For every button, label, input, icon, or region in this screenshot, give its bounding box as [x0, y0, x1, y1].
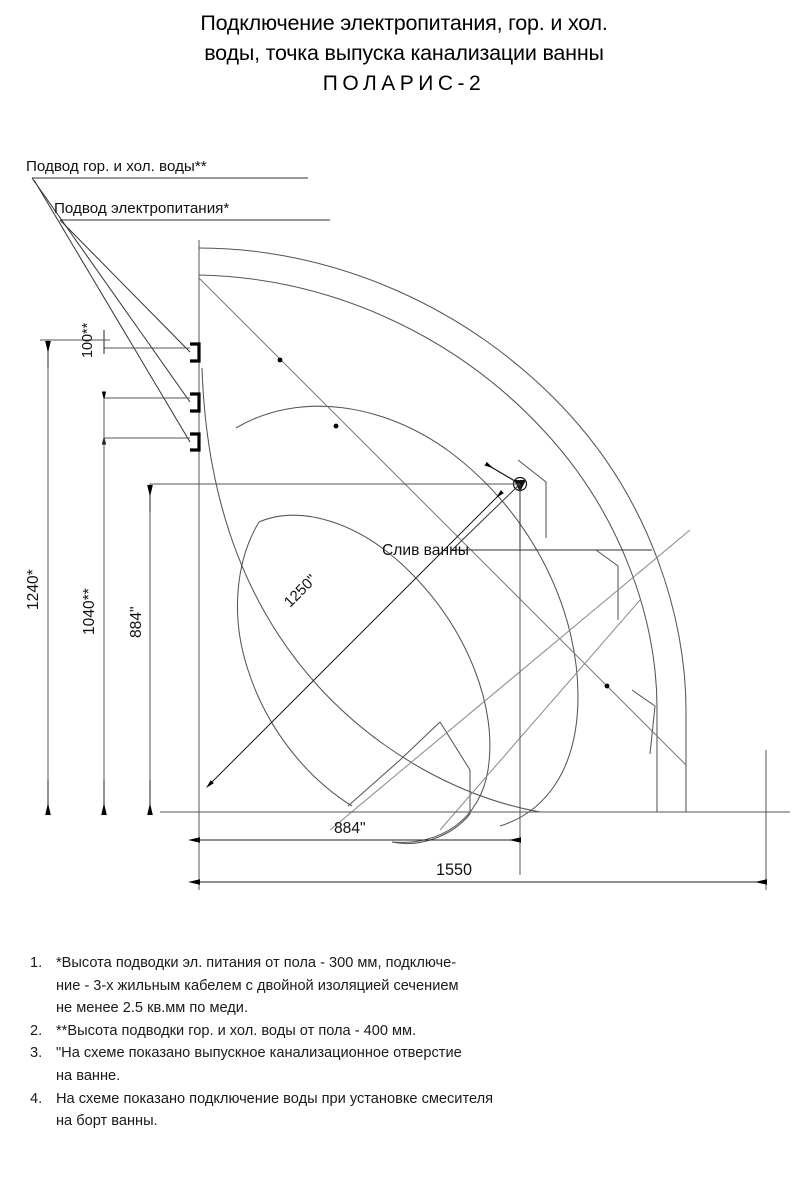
notes-list: 1. *Высота подводки эл. питания от пола …	[30, 952, 790, 1133]
technical-drawing: Подвод гор. и хол. воды** Подвод электро…	[0, 130, 808, 930]
note-line: ние - 3-х жильным кабелем с двойной изол…	[56, 977, 459, 994]
callout-drain-label: Слив ванны	[382, 542, 469, 559]
note-item-4: 4. На схеме показано подключение воды пр…	[30, 1088, 790, 1133]
title-model-name: ПОЛАРИС-2	[322, 72, 486, 95]
note-item-3: 3. "На схеме показано выпускное канализа…	[30, 1042, 790, 1087]
drain-symbol	[451, 461, 652, 551]
title-line-2: воды, точка выпуска канализации ванны	[204, 41, 604, 65]
dimension-vertical-884	[147, 483, 520, 815]
note-line: на борт ванны.	[56, 1113, 158, 1130]
note-line: "На схеме показано выпускное канализацио…	[56, 1045, 462, 1062]
dimension-horizontal-1550	[188, 750, 767, 890]
reference-lines	[160, 240, 790, 890]
note-line: На схеме показано подключение воды при у…	[56, 1090, 494, 1107]
note-number: 2.	[30, 1022, 43, 1039]
power-connection-marker	[190, 342, 201, 363]
diagonal-construction-lines	[198, 277, 691, 831]
cold-water-connection-marker	[190, 432, 201, 452]
callout-leaders	[31, 177, 330, 443]
diagonal-dimension-1250	[205, 490, 504, 789]
note-number: 1.	[30, 955, 43, 971]
dimension-horizontal-884-label: 884"	[334, 820, 366, 837]
tub-seat-detail	[347, 459, 656, 845]
note-line: *Высота подводки эл. питания от пола - 3…	[56, 955, 457, 971]
dimension-horizontal-884	[188, 812, 521, 890]
dimension-1240	[40, 339, 110, 815]
title-line-1: Подключение электропитания, гор. и хол.	[200, 11, 608, 35]
note-text: "На схеме показано выпускное канализацио…	[56, 1042, 790, 1087]
note-text: **Высота подводки гор. и хол. воды от по…	[56, 1020, 790, 1043]
note-line: на ванне.	[56, 1067, 121, 1084]
hot-water-connection-marker	[190, 392, 201, 413]
supply-connection-markers	[190, 342, 201, 452]
dimension-100-label: 100**	[80, 322, 96, 358]
dimension-vertical-884-label: 884"	[128, 606, 145, 638]
note-line: **Высота подводки гор. и хол. воды от по…	[56, 1022, 417, 1039]
dimension-1550-label: 1550	[436, 861, 472, 879]
note-text: На схеме показано подключение воды при у…	[56, 1088, 790, 1133]
page-title: Подключение электропитания, гор. и хол. …	[0, 8, 808, 100]
note-number: 3.	[30, 1045, 43, 1062]
dimension-1240-label: 1240*	[25, 569, 42, 610]
note-line: не менее 2.5 кв.мм по меди.	[56, 1000, 249, 1017]
tub-inner-bowl	[201, 367, 579, 843]
bathtub-plan-svg: Подвод гор. и хол. воды** Подвод электро…	[25, 158, 790, 890]
callout-power-supply-label: Подвод электропитания*	[54, 200, 229, 217]
dimension-1250-label: 1250"	[281, 571, 320, 610]
dimension-100	[101, 330, 190, 445]
callout-water-supply-label: Подвод гор. и хол. воды**	[26, 158, 207, 175]
note-item-2: 2. **Высота подводки гор. и хол. воды от…	[30, 1020, 790, 1043]
dimension-1040-label: 1040**	[81, 588, 98, 635]
note-number: 4.	[30, 1090, 43, 1107]
note-item-1: 1. *Высота подводки эл. питания от пола …	[30, 952, 790, 1020]
note-text: *Высота подводки эл. питания от пола - 3…	[56, 952, 790, 1020]
tub-outer-rim	[198, 247, 687, 812]
